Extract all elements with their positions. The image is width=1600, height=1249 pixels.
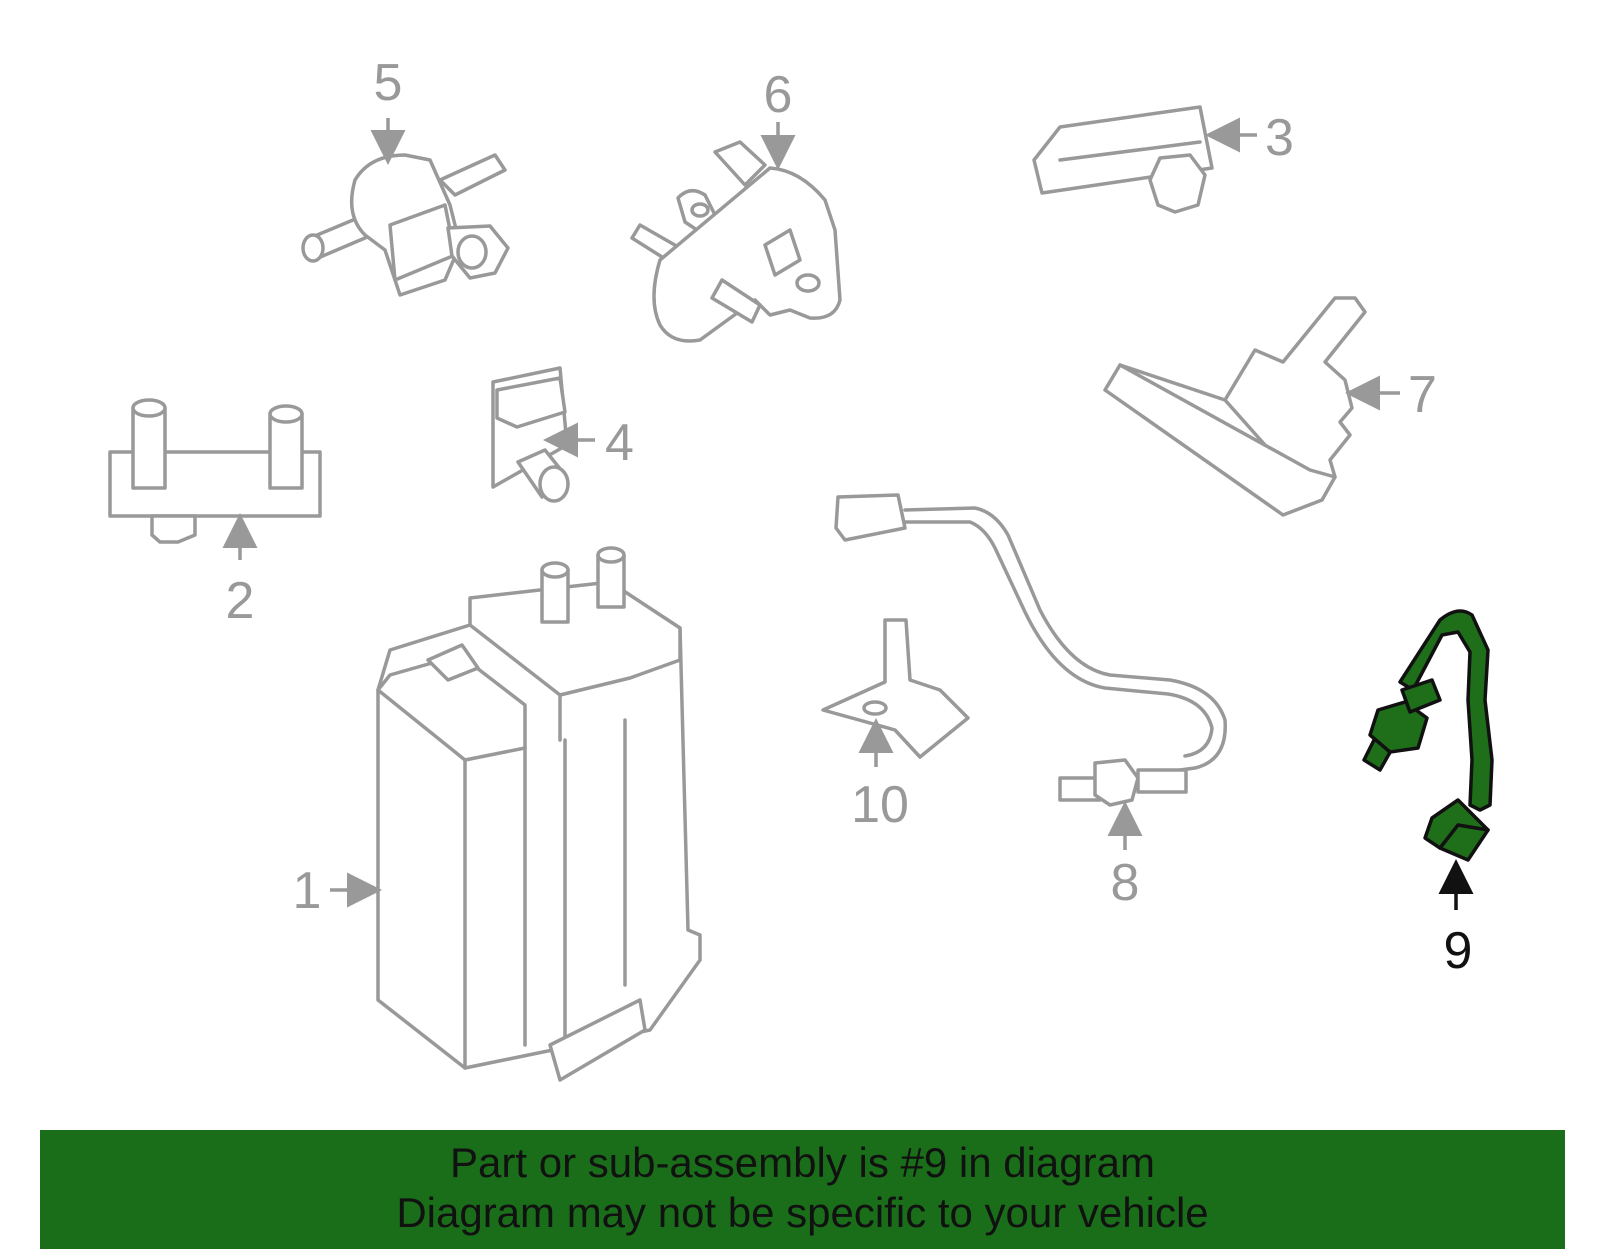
svg-text:9: 9 [1444, 922, 1473, 980]
callout-8: 8 [1107, 801, 1143, 912]
info-banner: Part or sub-assembly is #9 in diagram Di… [40, 1130, 1565, 1249]
part-8-oxygen-sensor[interactable] [834, 493, 1227, 807]
part-7-bracket[interactable] [1103, 296, 1367, 517]
callout-1: 1 [293, 862, 382, 920]
svg-text:4: 4 [605, 414, 634, 472]
svg-text:3: 3 [1265, 109, 1294, 167]
svg-text:2: 2 [226, 572, 255, 630]
svg-text:6: 6 [764, 66, 793, 124]
callout-4: 4 [543, 414, 634, 472]
part-6-solenoid[interactable] [630, 140, 842, 343]
svg-text:10: 10 [851, 776, 909, 834]
part-2-bracket[interactable] [108, 398, 322, 544]
callout-10: 10 [851, 718, 909, 834]
part-9-oxygen-sensor[interactable] [1362, 609, 1494, 862]
callout-5: 5 [370, 54, 406, 165]
banner-line-2: Diagram may not be specific to your vehi… [396, 1189, 1209, 1236]
callout-7: 7 [1345, 366, 1437, 424]
svg-text:5: 5 [374, 54, 403, 112]
callout-9: 9 [1438, 859, 1474, 980]
part-3-bracket[interactable] [1032, 105, 1214, 214]
svg-text:7: 7 [1408, 366, 1437, 424]
callout-2: 2 [222, 513, 258, 630]
svg-text:1: 1 [293, 862, 322, 920]
part-4-sensor[interactable] [491, 366, 570, 503]
part-5-valve[interactable] [301, 153, 510, 297]
banner-line-1: Part or sub-assembly is #9 in diagram [450, 1139, 1155, 1186]
callout-6: 6 [760, 66, 796, 170]
callout-3: 3 [1205, 109, 1294, 167]
svg-text:8: 8 [1111, 854, 1140, 912]
part-1-canister[interactable] [376, 546, 702, 1082]
part-10-bracket[interactable] [821, 618, 970, 759]
